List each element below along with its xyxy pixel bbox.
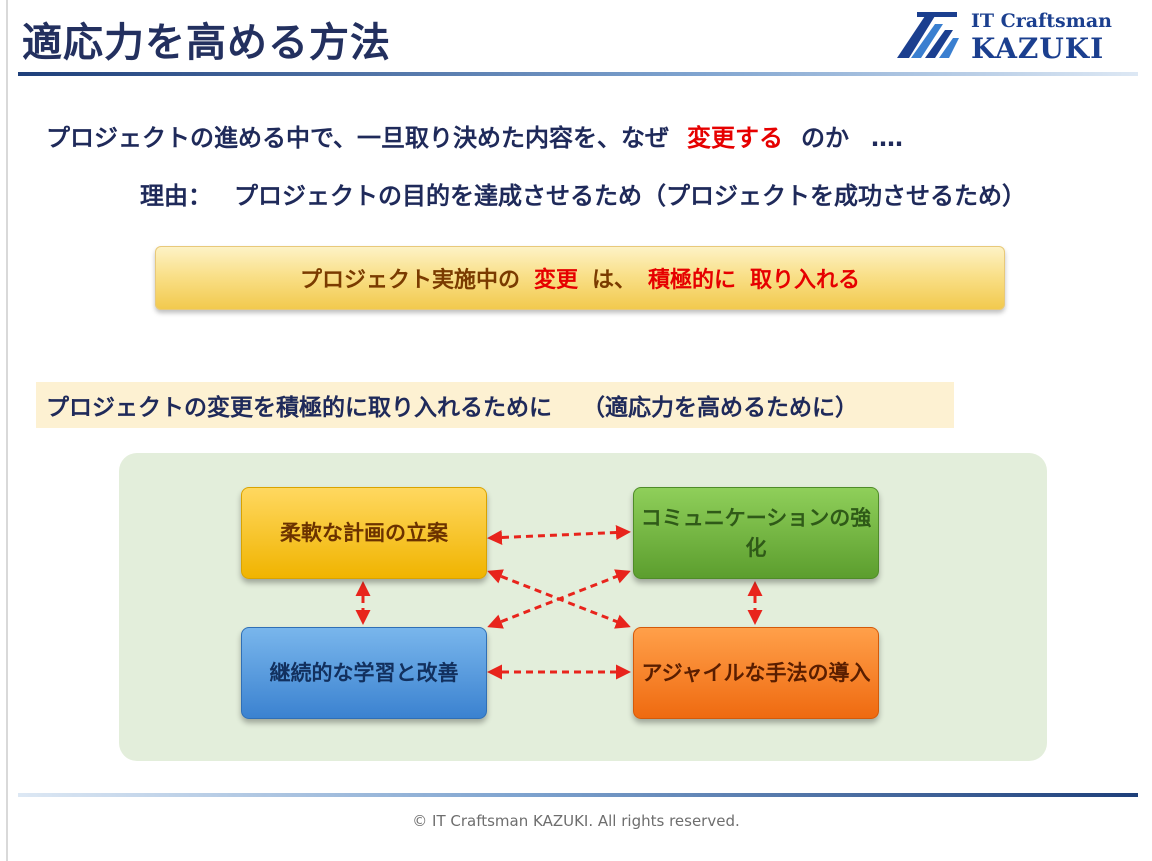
question-line: プロジェクトの進める中で、一旦取り決めた内容を、なぜ変更するのか ‥‥ (46, 118, 903, 153)
left-border (6, 0, 8, 861)
footer-divider (18, 793, 1138, 797)
section-subheading: プロジェクトの変更を積極的に取り入れるために （適応力を高めるために） (36, 382, 954, 428)
agile-methods-box: アジャイルな手法の導入 (633, 627, 879, 719)
communication-box: コミュニケーションの強化 (633, 487, 879, 579)
question-after: のか (801, 124, 850, 152)
question-before: プロジェクトの進める中で、一旦取り決めた内容を、なぜ (46, 124, 670, 152)
continuous-learning-box: 継続的な学習と改善 (241, 627, 487, 719)
reason-line: 理由： プロジェクトの目的を達成させるため（プロジェクトを成功させるため） (140, 176, 1026, 211)
subheading-main: プロジェクトの変更を積極的に取り入れるために (46, 395, 552, 421)
reason-label: 理由： (140, 182, 212, 210)
logo-text-line1: IT Craftsman (971, 10, 1112, 32)
logo-text-line2: KAZUKI (971, 32, 1105, 65)
slide-title: 適応力を高める方法 (22, 20, 391, 66)
logo-mark-icon (897, 12, 959, 58)
company-logo: IT Craftsman KAZUKI (895, 8, 1125, 65)
reason-text: プロジェクトの目的を達成させるため（プロジェクトを成功させるため） (234, 182, 1026, 210)
banner-part3: は、 (591, 268, 636, 293)
question-dots: ‥‥ (871, 124, 904, 152)
banner-part5: 取り入れる (750, 268, 861, 293)
banner-part4: 積極的に (648, 268, 737, 293)
subheading-paren: （適応力を高めるために） (582, 395, 858, 421)
key-message-banner: プロジェクト実施中の変更は、積極的に取り入れる (155, 246, 1005, 310)
banner-part2: 変更 (533, 268, 578, 293)
banner-part1: プロジェクト実施中の (299, 268, 520, 293)
flexible-planning-box: 柔軟な計画の立案 (241, 487, 487, 579)
title-divider (18, 72, 1138, 76)
copyright-footer: © IT Craftsman KAZUKI. All rights reserv… (412, 812, 740, 830)
question-highlight: 変更する (687, 124, 784, 152)
